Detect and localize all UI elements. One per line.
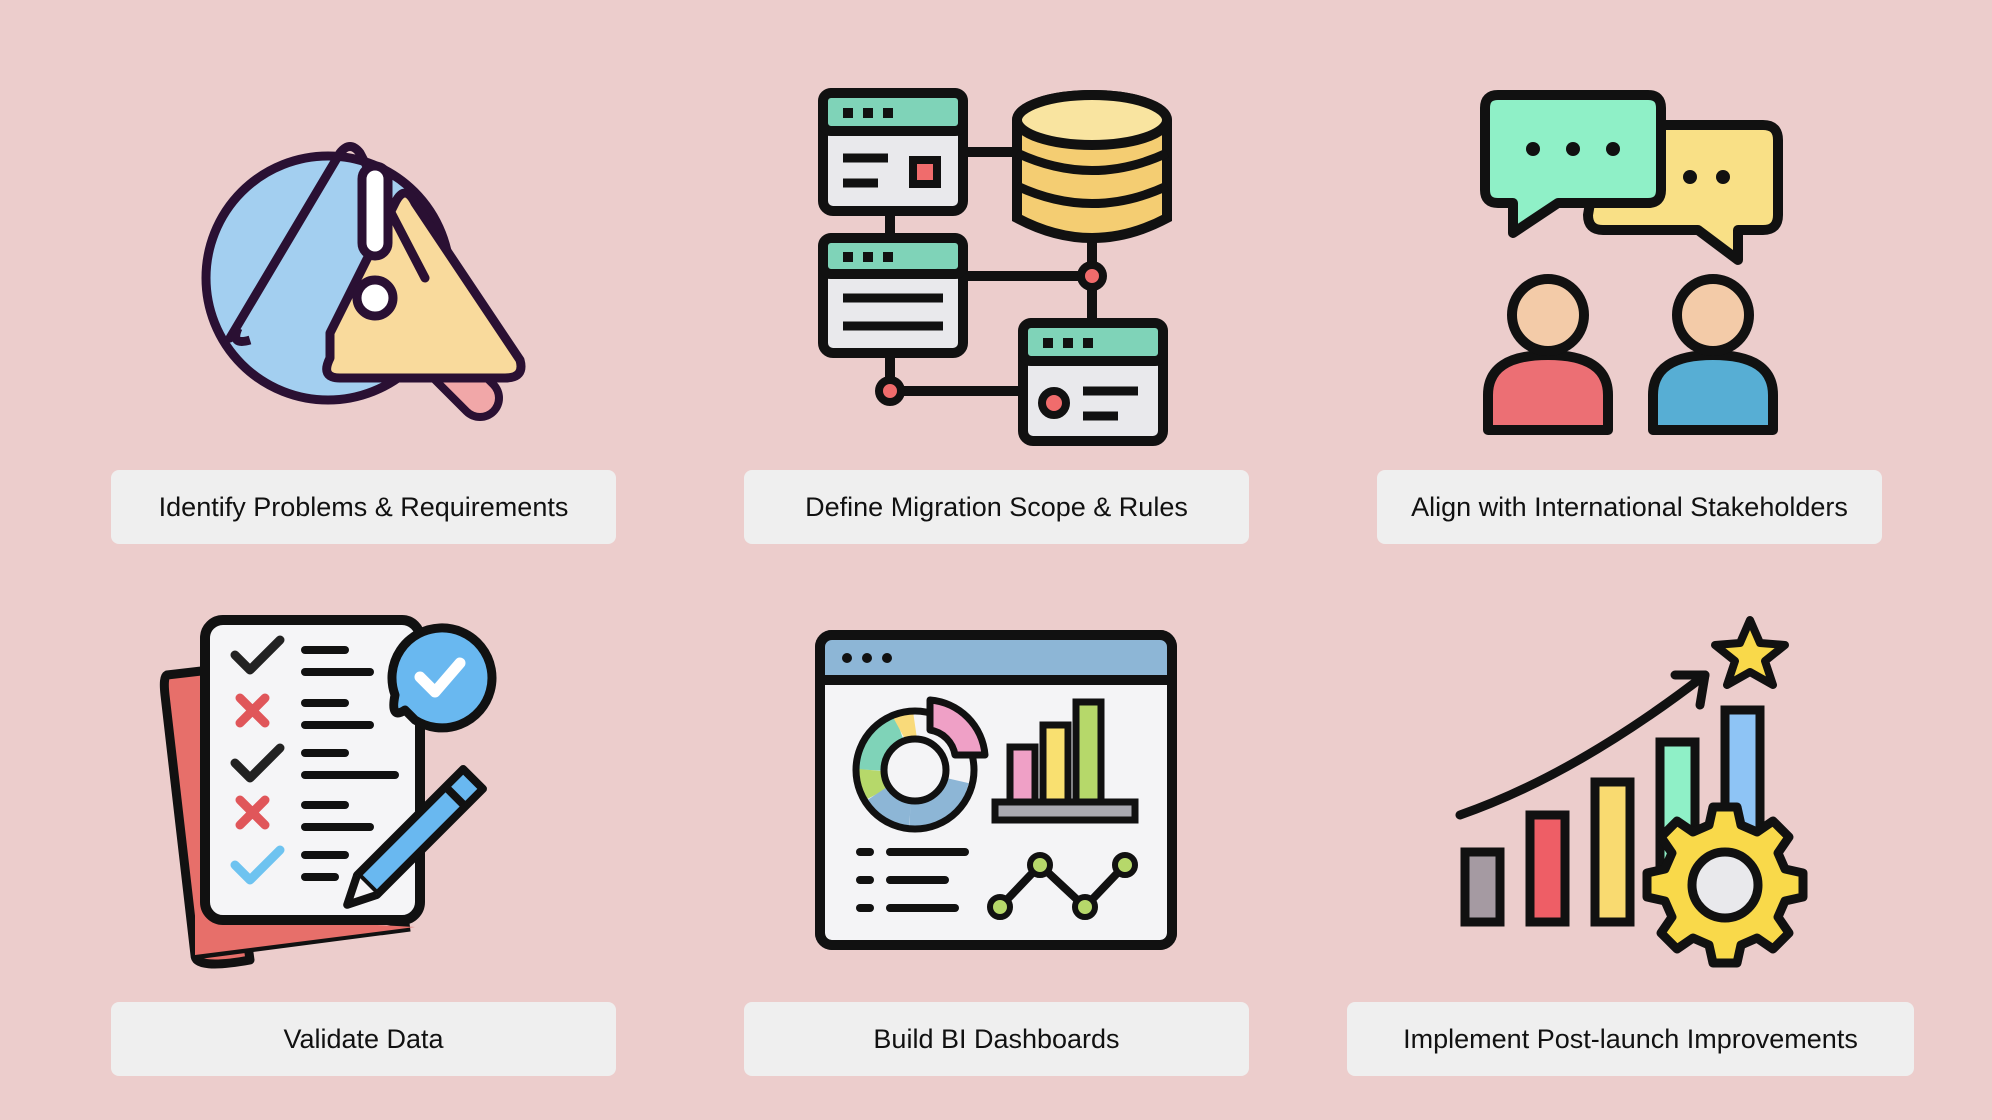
step-label-define-migration-scope: Define Migration Scope & Rules	[744, 470, 1249, 544]
dashboard-icon	[815, 630, 1177, 950]
warning-magnifier-icon	[190, 78, 540, 458]
growth-chart-gear-icon	[1455, 615, 1810, 968]
people-chat-icon	[1478, 90, 1790, 440]
checklist-icon	[155, 615, 515, 970]
step-label-build-bi-dashboards: Build BI Dashboards	[744, 1002, 1249, 1076]
step-label-validate-data: Validate Data	[111, 1002, 616, 1076]
step-label-align-stakeholders: Align with International Stakeholders	[1377, 470, 1882, 544]
step-label-post-launch-improvements: Implement Post-launch Improvements	[1347, 1002, 1914, 1076]
step-label-identify-problems: Identify Problems & Requirements	[111, 470, 616, 544]
database-network-icon	[818, 88, 1173, 448]
